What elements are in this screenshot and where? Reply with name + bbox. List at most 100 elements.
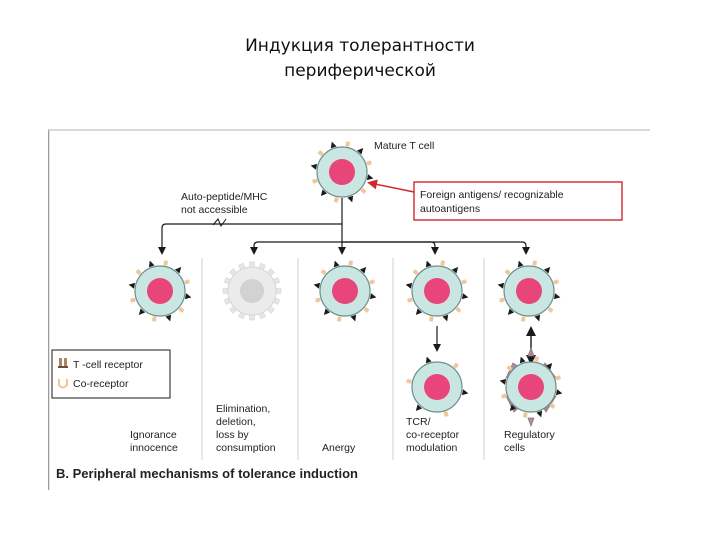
tcr-spike (534, 314, 541, 322)
coreceptor-spike (366, 160, 372, 166)
coreceptor-spike (555, 375, 561, 381)
coreceptor-spike (523, 412, 528, 418)
coreceptor-spike (429, 316, 434, 322)
coreceptor-spike (152, 316, 157, 322)
tcr-spike (461, 389, 469, 396)
regulatory-cell-bottom (499, 346, 563, 428)
tcr-spike (507, 308, 515, 315)
regulatory-cell-top (497, 260, 561, 322)
outcome-label-anergy: Anergy (322, 442, 356, 454)
legend: T -cell receptor Co-receptor (51, 349, 171, 399)
coreceptor-spike (549, 403, 556, 409)
modulated-cell (406, 356, 469, 417)
foreign-antigens-line-2: autoantigens (420, 203, 480, 215)
tcr-spike (517, 260, 524, 268)
coreceptor-spike (135, 269, 142, 275)
tolerance-figure: Mature T cell Auto-peptide/MHC not acces… (48, 128, 650, 492)
tcr-spike (553, 293, 561, 300)
tcr-spike (347, 195, 354, 203)
regulatory-double-arrow (526, 326, 536, 365)
tcr-spike (313, 282, 321, 289)
tcr-spike (442, 314, 449, 322)
tcr-spike (174, 267, 182, 274)
tcr-spike (366, 174, 374, 181)
outcome-line: loss by (216, 429, 249, 441)
coreceptor-spike (443, 411, 449, 417)
tcr-spike (320, 189, 328, 196)
tcr-spike (536, 410, 543, 418)
tcr-spike (330, 141, 337, 149)
figure-caption: B. Peripheral mechanisms of tolerance in… (56, 466, 358, 481)
tcr-spike (184, 293, 192, 300)
coreceptor-spike (453, 362, 459, 369)
outcome-line: consumption (216, 442, 276, 454)
coreceptor-spike (178, 307, 185, 313)
tcr-spike (425, 260, 432, 268)
tcr-spike (333, 260, 340, 268)
mature-t-cell-label: Mature T cell (374, 140, 434, 152)
coreceptor-spike (412, 269, 419, 275)
modulation-cell (405, 260, 469, 322)
coreceptor-spike (348, 260, 353, 266)
coreceptor-spike (504, 269, 511, 275)
coreceptor-spike (499, 297, 505, 303)
outcome-line: co-receptor (406, 429, 460, 441)
tcr-spike (310, 163, 318, 170)
slide-title: Индукция толерантности периферической (0, 34, 720, 84)
tcr-spike (519, 356, 526, 364)
outcome-line: Regulatory (504, 429, 556, 441)
coreceptor-spike (369, 279, 375, 285)
slide-title-line-2: периферической (284, 61, 436, 81)
tcr-spike (545, 363, 553, 370)
coreceptor-spike (163, 260, 168, 266)
outcome-line: Ignorance (130, 429, 177, 441)
coreceptor-spike (184, 279, 190, 285)
auto-peptide-label-line-1: Auto-peptide/MHC (181, 191, 268, 203)
coreceptor-spike (312, 178, 318, 184)
coreceptor-spike (345, 141, 350, 147)
tolerance-diagram: Mature T cell Auto-peptide/MHC not acces… (48, 129, 650, 490)
coreceptor-spike (406, 379, 412, 384)
legend-coreceptor-label: Co-receptor (73, 378, 129, 390)
outcome-line: deletion, (216, 416, 256, 428)
tcr-spike (415, 308, 423, 315)
eliminated-cell (222, 261, 282, 321)
tcr-spike (509, 404, 517, 411)
foreign-antigen-arrow (367, 179, 415, 193)
tcr-spike (138, 308, 146, 315)
outcome-line: Elimination, (216, 403, 270, 415)
outcome-label-elimination: Elimination, deletion, loss by consumpti… (216, 403, 276, 454)
auto-peptide-label-line-2: not accessible (181, 204, 248, 216)
coreceptor-spike (360, 188, 367, 194)
coreceptor-spike (506, 365, 513, 371)
coreceptor-spike (440, 260, 445, 266)
tcr-legend-icon (58, 358, 68, 368)
coreceptor-spike (363, 307, 370, 313)
outcome-label-regulatory: Regulatory cells (504, 429, 556, 454)
coreceptor-spike (461, 279, 467, 285)
coreceptor-spike (320, 269, 327, 275)
tcr-spike (165, 314, 172, 322)
coreceptor-spike (501, 393, 507, 399)
branch-arrows (158, 198, 530, 255)
tcr-spike (451, 267, 459, 274)
foreign-antigens-box: Foreign antigens/ recognizable autoantig… (413, 181, 623, 221)
foreign-antigens-line-1: Foreign antigens/ recognizable (420, 189, 564, 201)
outcome-line: Anergy (322, 442, 356, 454)
coreceptor-spike (532, 260, 537, 266)
tcr-spike (405, 282, 413, 289)
coreceptor-spike (407, 297, 413, 303)
coreceptor-spike (534, 356, 539, 362)
tcr-spike (350, 314, 357, 322)
tcr-spike (323, 308, 331, 315)
mature-t-cell (310, 141, 374, 203)
tcr-spike (415, 404, 423, 411)
tcr-spike (543, 267, 551, 274)
coreceptor-spike (315, 297, 321, 303)
tcr-spike (461, 293, 469, 300)
coreceptor-spike (553, 279, 559, 285)
anergic-cell (313, 260, 377, 322)
ignorance-cell (128, 260, 192, 322)
outcome-label-ignorance: Ignorance innocence (130, 429, 178, 454)
outcome-label-modulation: TCR/ co-receptor modulation (406, 416, 460, 454)
